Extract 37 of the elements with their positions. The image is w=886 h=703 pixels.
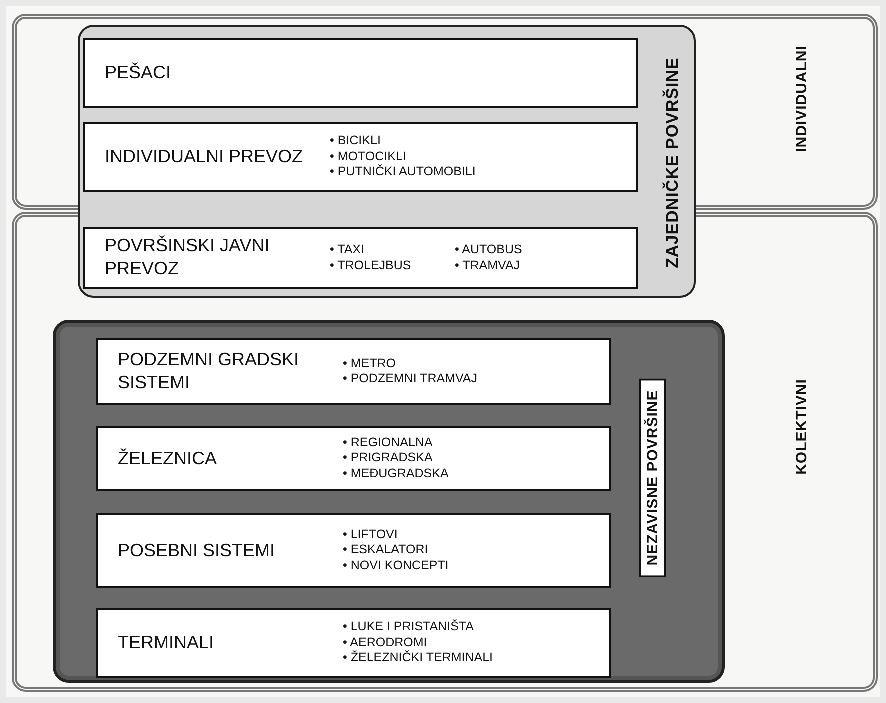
- list-item: • BICIKLI: [330, 134, 382, 150]
- category-title: TERMINALI: [118, 631, 216, 654]
- list-item: • MEĐUGRADSKA: [343, 466, 449, 482]
- vertical-label: INDIVIDUALNI: [794, 46, 810, 152]
- category-title: PEŠACI: [105, 61, 172, 84]
- list-item: • PRIGRADSKA: [343, 450, 434, 466]
- list-item: • NOVI KONCEPTI: [343, 558, 449, 574]
- category-box: [83, 38, 638, 108]
- list-item: • REGIONALNA: [343, 435, 434, 451]
- category-title: POSEBNI SISTEMI: [118, 538, 276, 562]
- group-panel: [53, 320, 725, 683]
- vertical-label: KOLEKTIVNI: [794, 379, 810, 475]
- category-box: [96, 338, 611, 405]
- category-box: [96, 608, 611, 678]
- list-item: • ESKALATORI: [343, 542, 430, 558]
- list-item: • TAXI: [330, 242, 366, 258]
- category-title: ŽELEZNICA: [118, 446, 218, 470]
- category-title: INDIVIDUALNI PREVOZ: [105, 145, 304, 168]
- category-box: [96, 426, 611, 491]
- category-title: PODZEMNI GRADSKI SISTEMI: [118, 348, 300, 394]
- list-item: • AUTOBUS: [455, 242, 524, 258]
- list-item: • METRO: [343, 356, 397, 372]
- list-item: • PUTNIČKI AUTOMOBILI: [330, 164, 476, 180]
- category-box: [96, 513, 611, 588]
- category-box: [83, 227, 638, 289]
- list-item: • TROLEJBUS: [330, 258, 412, 274]
- vertical-label: ZAJEDNIČKE POVRŠINE: [663, 58, 683, 268]
- list-item: • PODZEMNI TRAMVAJ: [343, 372, 478, 388]
- category-title: POVRŠINSKI JAVNI PREVOZ: [105, 234, 271, 281]
- list-item: • TRAMVAJ: [455, 258, 522, 274]
- vertical-label-box: NEZAVISNE POVRŠINE: [640, 378, 666, 578]
- list-item: • MOTOCIKLI: [330, 149, 408, 164]
- category-box: [83, 122, 638, 192]
- list-item: • LIFTOVI: [343, 527, 399, 543]
- list-item: • ŽELEZNIČKI TERMINALI: [343, 650, 494, 666]
- list-item: • LUKE I PRISTANIŠTA: [343, 620, 476, 636]
- list-item: • AERODROMI: [343, 635, 428, 650]
